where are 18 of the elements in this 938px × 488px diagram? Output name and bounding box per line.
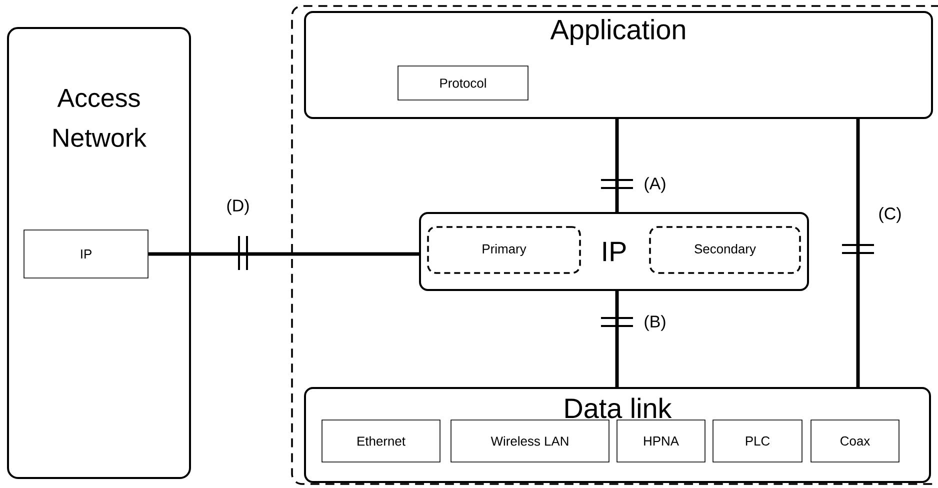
edge-label: (C) xyxy=(877,206,903,224)
system-boundary xyxy=(291,5,938,485)
connector xyxy=(600,290,634,387)
protocol-box: Wireless LAN xyxy=(450,420,610,462)
connector xyxy=(148,234,419,271)
protocol-box: Ethernet xyxy=(322,420,440,462)
sublayer-box: Primary xyxy=(427,226,581,274)
edge-label: (B) xyxy=(642,314,668,332)
protocol-box: IP xyxy=(24,230,148,278)
protocol-box: Coax xyxy=(810,420,900,462)
connector xyxy=(841,118,875,387)
protocol-box: PLC xyxy=(712,420,802,462)
edge-label: (A) xyxy=(642,176,668,194)
connector xyxy=(600,118,634,212)
protocol-box: HPNA xyxy=(616,420,706,462)
sublayer-box: Secondary xyxy=(649,226,801,274)
protocol-box: Protocol xyxy=(398,66,528,100)
edge-label: (D) xyxy=(225,198,251,216)
